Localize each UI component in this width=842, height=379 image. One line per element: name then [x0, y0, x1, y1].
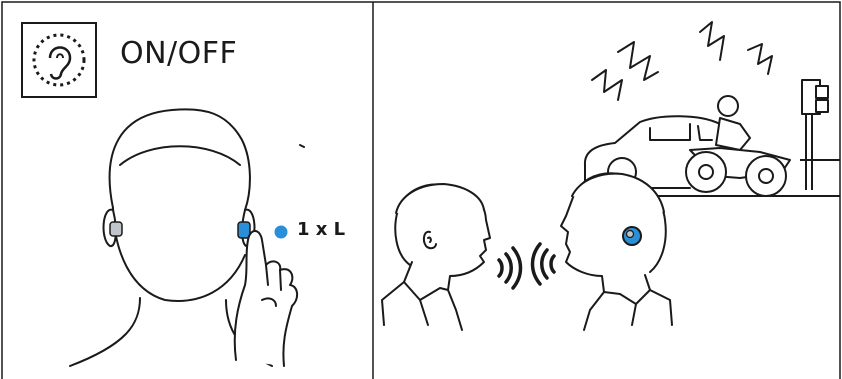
earbud-left-ear	[104, 210, 122, 246]
noise-lightning-icon	[592, 22, 772, 100]
ear-icon	[22, 23, 96, 97]
motorcycle-rider-icon	[686, 96, 790, 196]
sound-waves-icon	[499, 244, 554, 288]
press-count-label: 1 x L	[297, 219, 345, 241]
panel-title: ON/OFF	[120, 36, 237, 72]
person-talking-icon	[382, 184, 490, 330]
earbud-icon	[623, 227, 641, 245]
person-with-earbud-icon	[561, 173, 672, 330]
press-indicator-dot	[275, 226, 288, 239]
pressing-hand-icon	[235, 231, 297, 366]
